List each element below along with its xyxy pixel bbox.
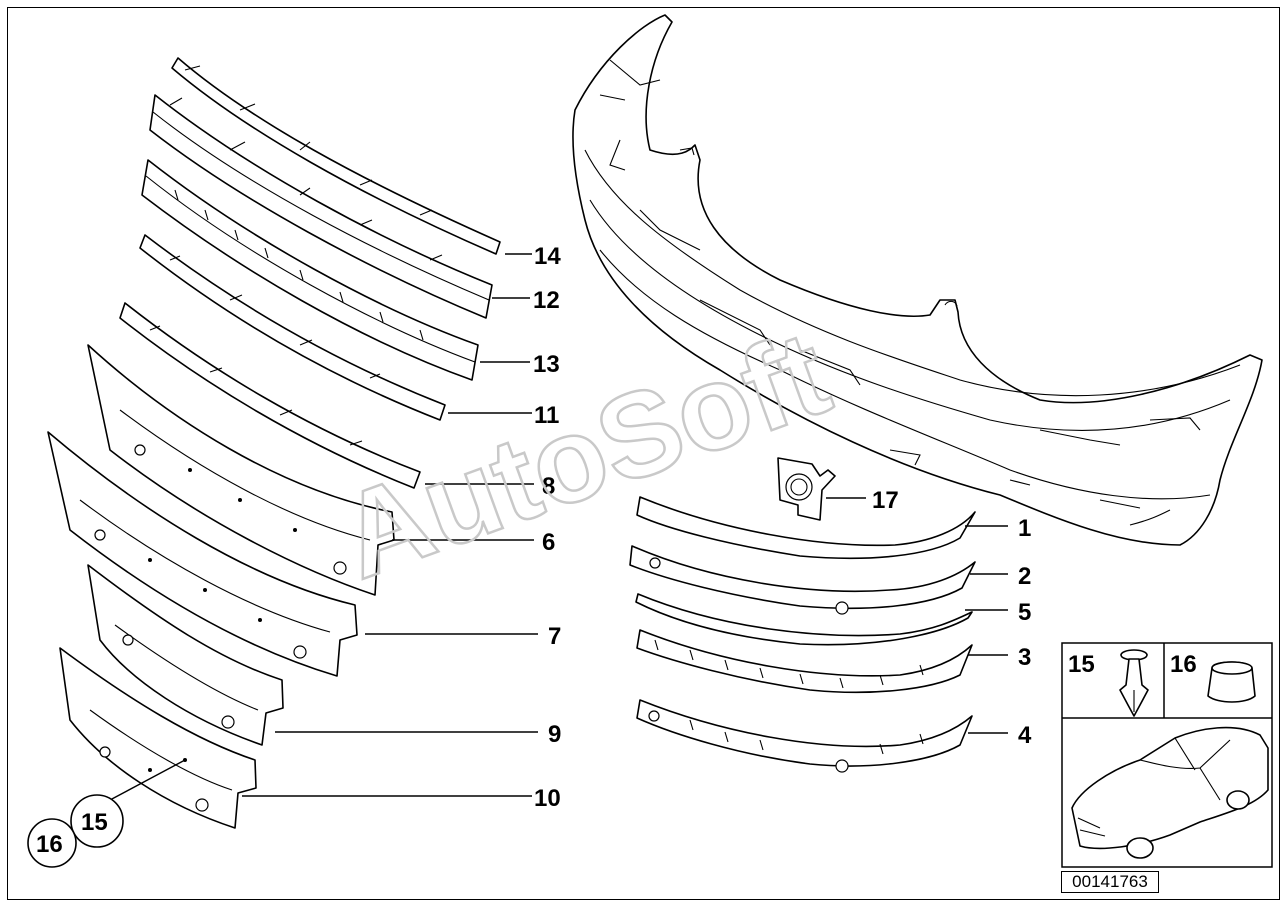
part-6-panel <box>87 344 395 596</box>
cap-16-icon <box>1207 661 1256 703</box>
circle-16-label: 16 <box>36 831 63 858</box>
part-14-strip <box>171 57 501 255</box>
part-5-trim <box>635 593 973 646</box>
circle-15-label: 15 <box>81 809 108 836</box>
callout-7: 7 <box>548 623 561 650</box>
inset-cap-label: 16 <box>1170 651 1197 678</box>
callout-8: 8 <box>542 473 555 500</box>
part-7-panel <box>47 431 358 677</box>
callout-12: 12 <box>533 287 560 314</box>
callout-5: 5 <box>1018 599 1031 626</box>
callout-9: 9 <box>548 721 561 748</box>
diagram-frame <box>7 7 1280 900</box>
part-1-trim <box>636 496 976 560</box>
callout-14: 14 <box>534 243 561 270</box>
part-17-sensor-bracket <box>777 457 836 521</box>
part-11-strip <box>139 234 446 421</box>
part-9-panel <box>87 564 284 746</box>
callout-1: 1 <box>1018 515 1031 542</box>
part-10-panel <box>59 647 257 829</box>
inset-clip-label: 15 <box>1068 651 1095 678</box>
part-8-strip <box>119 302 421 489</box>
callout-4: 4 <box>1018 722 1032 749</box>
car-silhouette-icon <box>1071 726 1269 859</box>
diagram-code-box: 00141763 <box>1061 871 1159 893</box>
callout-11: 11 <box>534 402 559 429</box>
bumper-cover-drawing <box>572 14 1263 546</box>
part-3-bracket <box>636 629 973 694</box>
part-4-bracket <box>636 699 973 773</box>
callout-2: 2 <box>1018 563 1031 590</box>
callout-17: 17 <box>872 487 899 514</box>
callout-6: 6 <box>542 529 555 556</box>
part-13-strip <box>141 159 479 381</box>
circle-16-outline <box>27 818 77 868</box>
callout-13: 13 <box>533 351 560 378</box>
circle-15-outline <box>70 794 124 848</box>
callout-10: 10 <box>534 785 561 812</box>
clip-15-icon <box>1119 649 1149 717</box>
part-12-strip <box>149 94 493 319</box>
callout-3: 3 <box>1018 644 1031 671</box>
part-2-trim <box>629 545 976 615</box>
